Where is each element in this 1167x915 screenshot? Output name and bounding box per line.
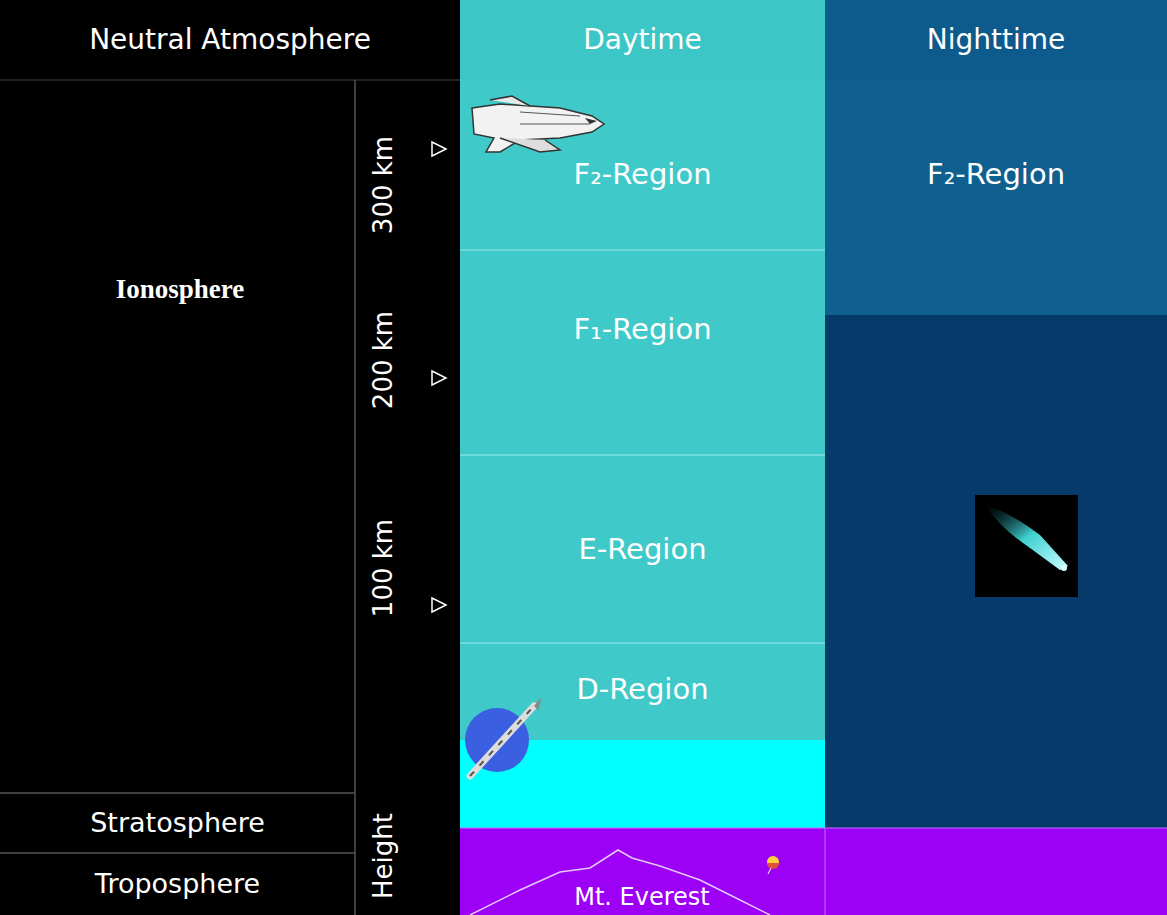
header-cell: Neutral Atmosphere	[0, 0, 460, 80]
band-label: F₂-Region	[573, 158, 711, 191]
band-label: F₂-Region	[927, 158, 1065, 191]
region-band: F₂-Region	[460, 150, 825, 200]
band-label: F₁-Region	[573, 313, 711, 346]
region-band: F₁-Region	[460, 300, 825, 360]
height-tick: 100 km	[369, 519, 398, 617]
band-label: Stratosphere	[90, 807, 265, 838]
band-divider	[825, 828, 826, 915]
region-band: D-Region	[460, 660, 825, 720]
band-divider	[460, 250, 825, 643]
ground-band	[460, 828, 1167, 915]
layer-cell: Troposphere	[0, 853, 355, 915]
band-label: Troposphere	[95, 868, 260, 899]
landmark-label: Mt. Everest	[574, 884, 710, 910]
band-label: Neutral Atmosphere	[89, 24, 371, 56]
comet	[975, 495, 1078, 597]
space-shuttle	[472, 96, 604, 152]
balloon	[767, 856, 779, 874]
day-band	[460, 455, 825, 643]
band-label: Nighttime	[927, 24, 1065, 56]
region-band: E-Region	[460, 520, 825, 580]
header-cell	[0, 0, 460, 80]
cell-border	[0, 792, 355, 794]
band-label: Daytime	[583, 24, 702, 56]
height-tick: 200 km	[369, 311, 398, 409]
cell-border	[0, 80, 460, 81]
day-band	[460, 80, 825, 250]
rocket	[465, 697, 542, 776]
day-band	[460, 250, 825, 455]
region-band: F₂-Region	[825, 145, 1167, 205]
header-cell: Daytime	[460, 0, 825, 80]
header-cell	[825, 0, 1167, 80]
night-band	[825, 80, 1167, 315]
band-divider	[460, 828, 1167, 829]
tick-marker	[432, 142, 446, 612]
header-cell: Nighttime	[825, 0, 1167, 80]
header-cell	[460, 0, 825, 80]
mountain-outline	[470, 850, 770, 915]
cell-border	[0, 852, 355, 854]
axis-title: Height	[369, 813, 398, 899]
layer-label: Ionosphere	[116, 275, 245, 305]
height-tick: 300 km	[369, 136, 398, 234]
layer-cell: Stratosphere	[0, 793, 355, 853]
band-label: D-Region	[576, 673, 708, 706]
axis-line	[354, 80, 356, 915]
night-band	[825, 315, 1167, 828]
band-label: E-Region	[578, 533, 706, 566]
